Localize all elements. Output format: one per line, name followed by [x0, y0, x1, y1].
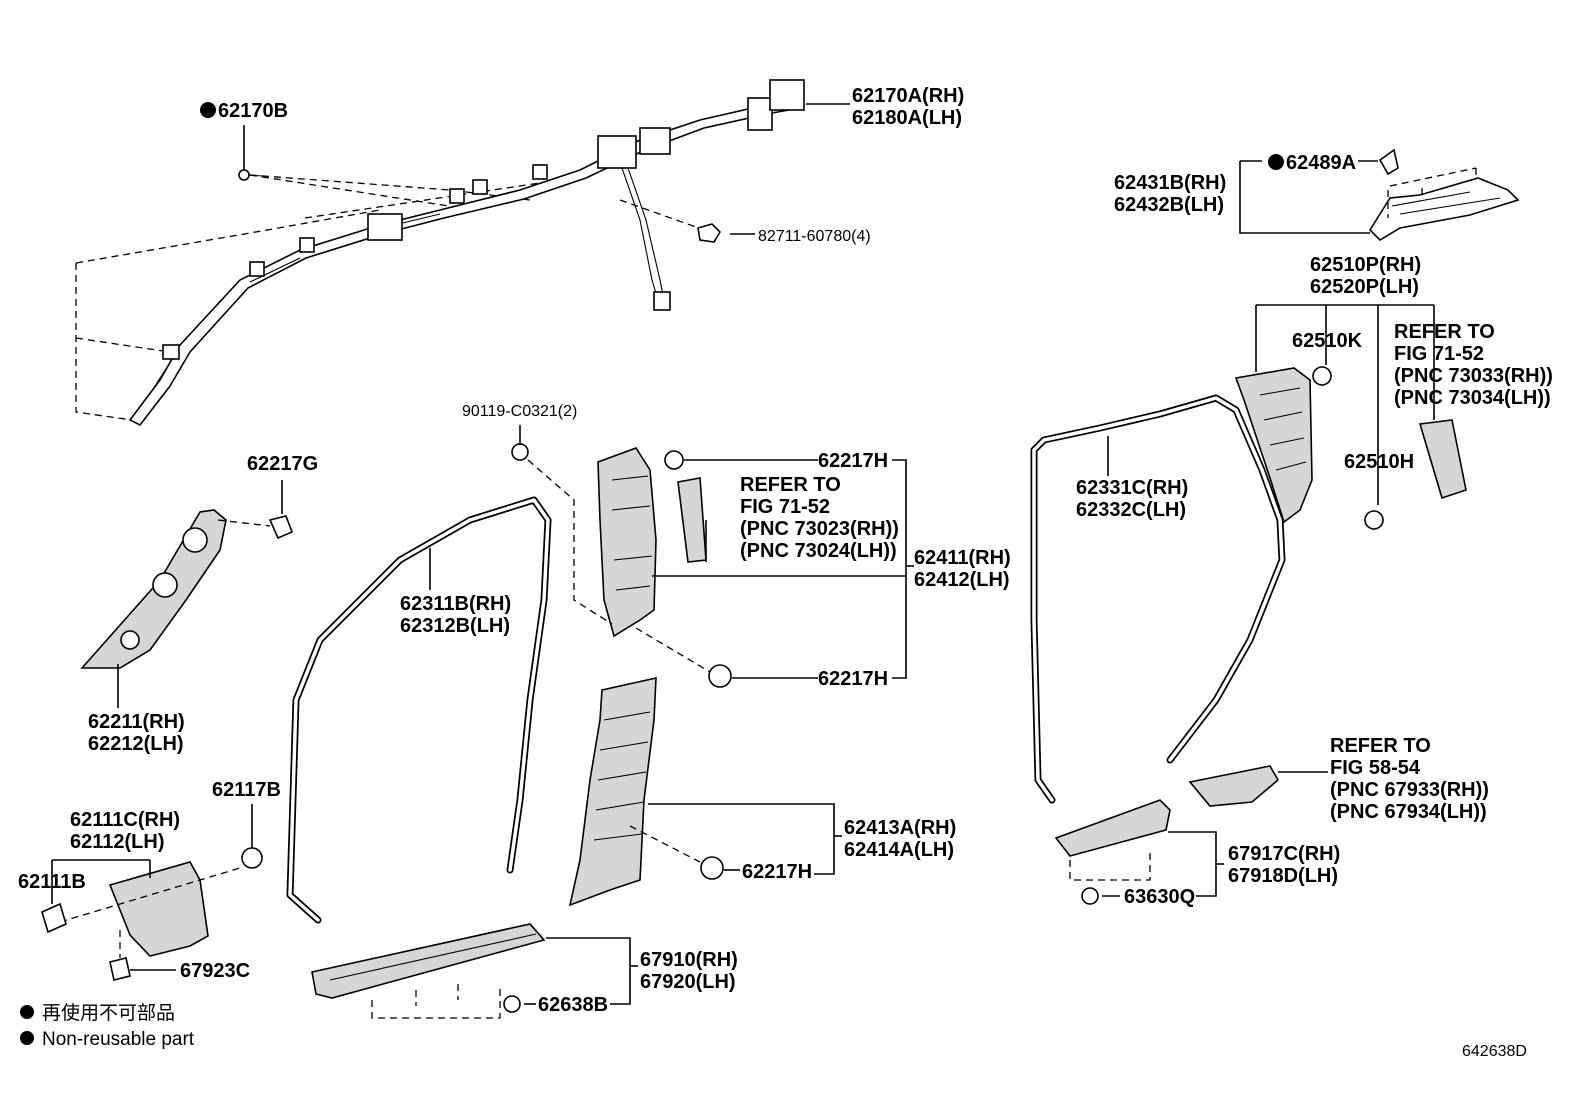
- label-62414a-lh: 62414A(LH): [844, 839, 954, 861]
- label-62489a: 62489A: [1286, 152, 1356, 174]
- label-62111c-rh: 62111C(RH): [70, 809, 180, 831]
- label-62411-rh: 62411(RH): [914, 547, 1011, 569]
- ref3-line2: FIG 58-54: [1330, 757, 1421, 779]
- leader-lines-front-scuff: [524, 937, 638, 1005]
- leader-lines-upper-right: [1239, 160, 1435, 505]
- label-62170b: 62170B: [218, 100, 288, 122]
- ref1-line1: REFER TO: [740, 474, 841, 496]
- label-67923c: 67923C: [180, 960, 250, 982]
- ref1-line2: FIG 71-52: [740, 496, 830, 518]
- label-67920-lh: 67920(LH): [640, 971, 736, 993]
- label-62112-lh: 62112(LH): [70, 831, 165, 853]
- non-reusable-dot-icon: [20, 1031, 34, 1045]
- label-62413a-rh: 62413A(RH): [844, 817, 956, 839]
- leader-lines-rear-scuff: [1102, 771, 1328, 897]
- center-pillar-lower-trim-part: [568, 676, 724, 907]
- label-62217h-mid: 62217H: [818, 668, 888, 690]
- label-62212-lh: 62212(LH): [88, 733, 184, 755]
- rear-scuff-plate-part: [1054, 765, 1280, 905]
- ref3-line3: (PNC 67933(RH)): [1330, 779, 1489, 801]
- label-62311b-rh: 62311B(RH): [400, 593, 511, 615]
- label-62170a-rh: 62170A(RH): [852, 85, 964, 107]
- label-62211-rh: 62211(RH): [88, 711, 185, 733]
- ref2-line1: REFER TO: [1394, 321, 1495, 343]
- drawing-code: 642638D: [1462, 1043, 1527, 1060]
- label-67910-rh: 67910(RH): [640, 949, 738, 971]
- label-62180a-lh: 62180A(LH): [852, 107, 962, 129]
- non-reusable-dot-icon: [20, 1005, 34, 1019]
- label-62331c-rh: 62331C(RH): [1076, 477, 1188, 499]
- label-62432b-lh: 62432B(LH): [1114, 194, 1224, 216]
- front-door-weatherstrip-part: [286, 496, 552, 924]
- curtain-airbag-assembly: [75, 79, 805, 427]
- ref3-line1: REFER TO: [1330, 735, 1431, 757]
- label-62332c-lh: 62332C(LH): [1076, 499, 1186, 521]
- leader-lines-a-pillar: [117, 480, 283, 708]
- label-90119: 90119-C0321(2): [462, 403, 577, 420]
- non-reusable-dot-icon: [200, 102, 216, 118]
- label-62217h-low: 62217H: [742, 861, 812, 883]
- ref2-line3: (PNC 73033(RH)): [1394, 365, 1553, 387]
- label-62638b: 62638B: [538, 994, 608, 1016]
- label-82711: 82711-60780(4): [758, 228, 871, 245]
- ref1-line3: (PNC 73023(RH)): [740, 518, 899, 540]
- legend: 再使用不可部品 Non-reusable part: [20, 1002, 195, 1050]
- label-62117b: 62117B: [212, 779, 281, 801]
- rear-door-weatherstrip-part: [1030, 394, 1286, 804]
- label-62431b-rh: 62431B(RH): [1114, 172, 1226, 194]
- ref2-line2: FIG 71-52: [1394, 343, 1484, 365]
- label-62217h-top: 62217H: [818, 450, 888, 472]
- center-pillar-upper-trim-part: [511, 443, 732, 688]
- legend-jp: 再使用不可部品: [42, 1002, 175, 1024]
- front-scuff-plate-part: [311, 923, 546, 1019]
- label-67917c-rh: 67917C(RH): [1228, 843, 1340, 865]
- ref3-line4: (PNC 67934(LH)): [1330, 801, 1487, 823]
- part-labels: 62170B 62170A(RH) 62180A(LH) 82711-60780…: [18, 85, 1553, 1016]
- leader-lines-cowl: [51, 804, 253, 971]
- cowl-side-trim-part: [41, 847, 263, 981]
- label-62111b: 62111B: [18, 871, 86, 893]
- label-63630q: 63630Q: [1124, 886, 1195, 908]
- label-62510h: 62510H: [1344, 451, 1414, 473]
- label-62520p-lh: 62520P(LH): [1310, 276, 1419, 298]
- label-62510p-rh: 62510P(RH): [1310, 254, 1421, 276]
- bolt-62170b-part: [238, 169, 263, 181]
- front-pillar-trim-part: [80, 509, 294, 669]
- label-62312b-lh: 62312B(LH): [400, 615, 510, 637]
- leader-lines-b-pillar-lower: [648, 803, 842, 875]
- quarter-pillar-trim-part: [1234, 366, 1467, 530]
- label-67918d-lh: 67918D(LH): [1228, 865, 1338, 887]
- leader-lines-b-pillar-upper: [519, 425, 914, 679]
- label-62510k: 62510K: [1292, 330, 1363, 352]
- ref1-line4: (PNC 73024(LH)): [740, 540, 897, 562]
- label-62217g: 62217G: [247, 453, 318, 475]
- ref2-line4: (PNC 73034(LH)): [1394, 387, 1551, 409]
- leader-lines-airbag: [243, 103, 850, 235]
- label-62412-lh: 62412(LH): [914, 569, 1010, 591]
- legend-en: Non-reusable part: [42, 1029, 195, 1050]
- quarter-trim-upper-assembly: [1368, 148, 1520, 242]
- non-reusable-dot-icon: [1268, 154, 1284, 170]
